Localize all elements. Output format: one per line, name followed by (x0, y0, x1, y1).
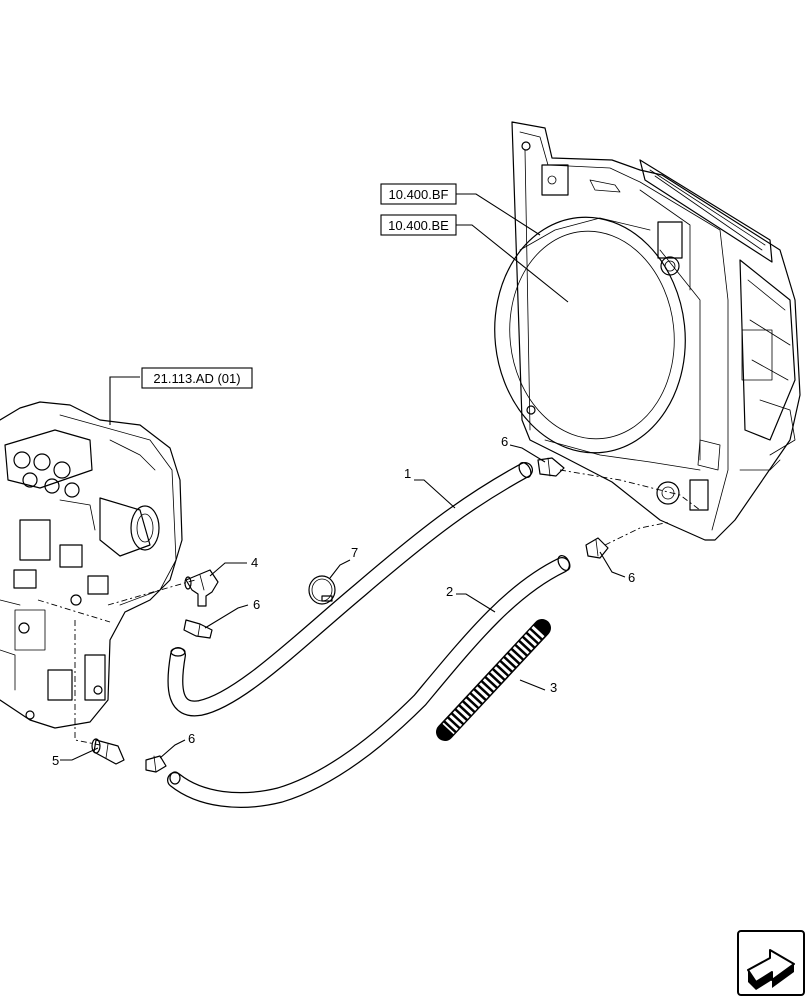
protective-sleeve (436, 619, 551, 741)
callout-clamp-elbow: 6 (253, 597, 260, 612)
leader-lines (60, 193, 626, 761)
hose-return (167, 555, 571, 808)
next-page-arrow-icon[interactable] (737, 930, 805, 996)
transmission-housing (0, 401, 183, 729)
connection-centerlines (37, 469, 701, 746)
reference-box-fan-shroud-top[interactable]: 10.400.BF (380, 183, 457, 205)
hose-clamp-loose (308, 575, 336, 605)
reference-box-transmission[interactable]: 21.113.AD (01) (141, 367, 253, 389)
callout-protective-sleeve: 3 (550, 680, 557, 695)
clamp-radiator-upper (537, 457, 565, 477)
callout-loose-clamp: 7 (351, 545, 358, 560)
straight-fitting (91, 738, 125, 765)
reference-label: 10.400.BE (388, 218, 449, 233)
callout-clamp-radiator-lower: 6 (628, 570, 635, 585)
hose-supply (167, 462, 533, 717)
callout-clamp-straight: 6 (188, 731, 195, 746)
callout-hose-return: 2 (446, 584, 453, 599)
callout-elbow-fitting: 4 (251, 555, 258, 570)
reference-label: 10.400.BF (389, 187, 449, 202)
callout-hose-supply: 1 (404, 466, 411, 481)
reference-label: 21.113.AD (01) (153, 371, 240, 386)
reference-box-fan-shroud[interactable]: 10.400.BE (380, 214, 457, 236)
callout-clamp-radiator-upper: 6 (501, 434, 508, 449)
radiator-assembly (494, 121, 801, 541)
clamp-straight (145, 755, 167, 773)
elbow-fitting (184, 569, 219, 607)
callout-straight-fitting: 5 (52, 753, 59, 768)
clamp-radiator-lower (585, 537, 609, 559)
clamp-elbow (183, 619, 213, 639)
